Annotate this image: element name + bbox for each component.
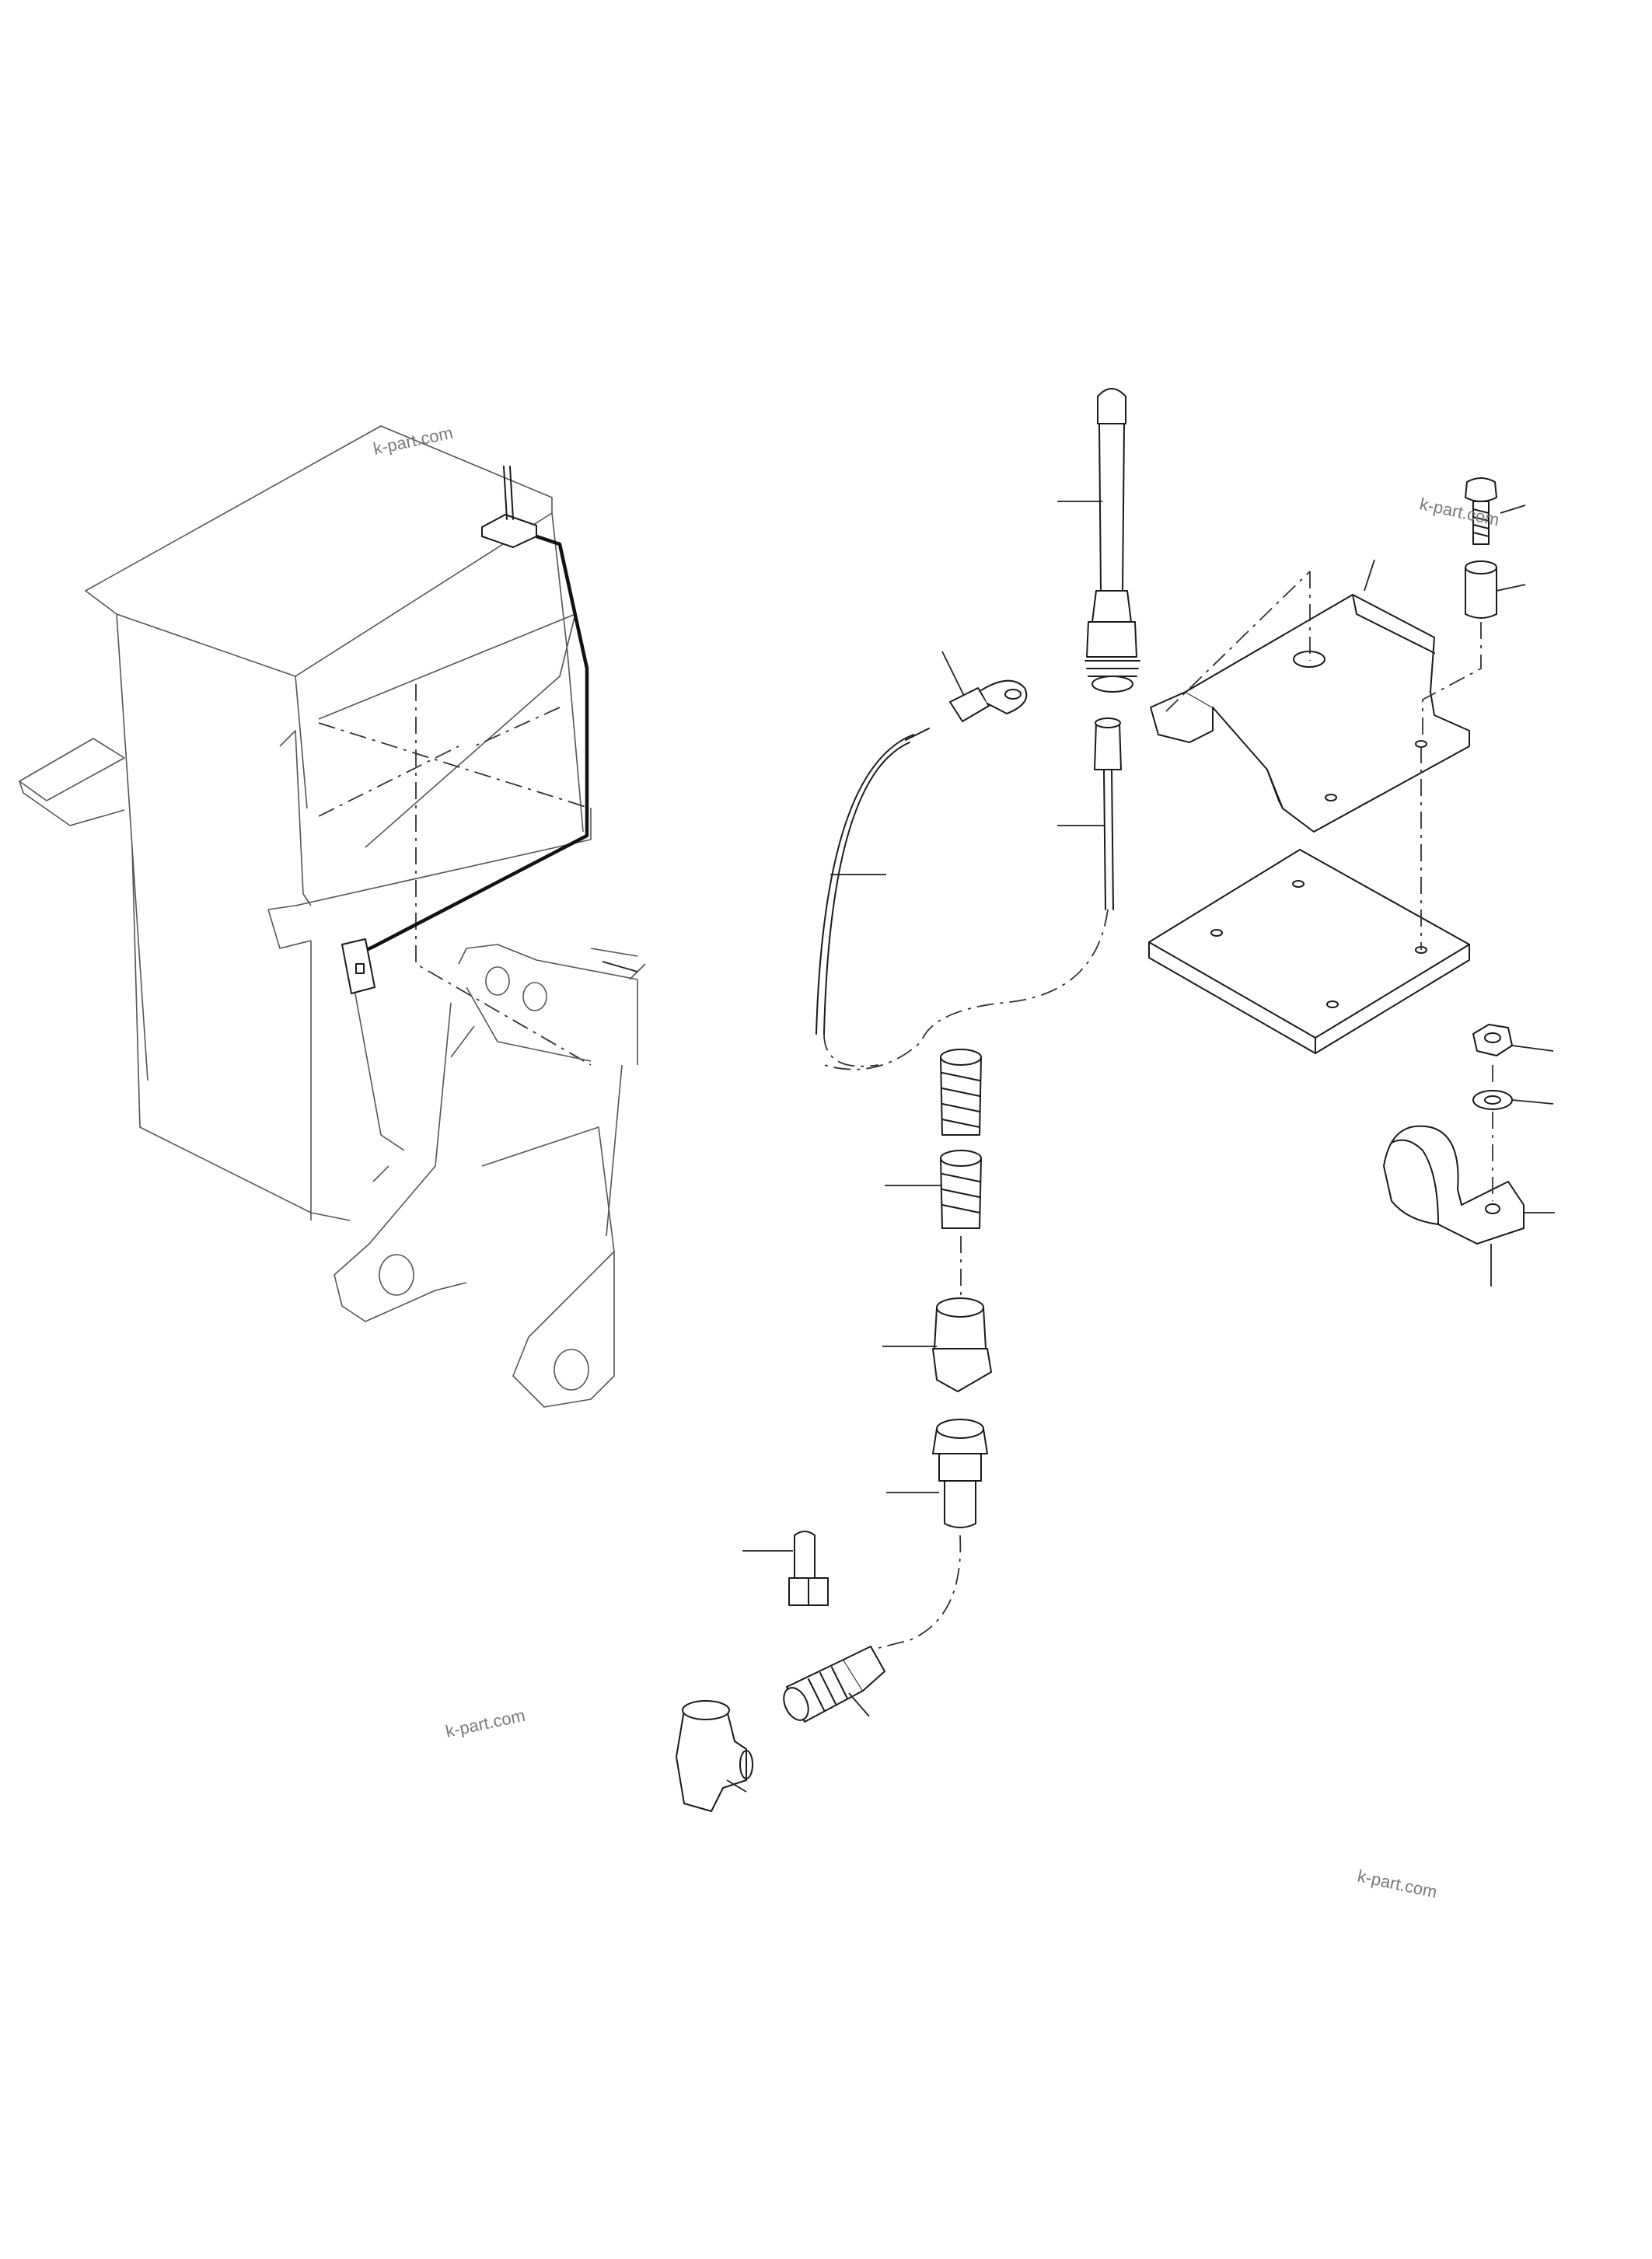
watermark-text: k-part.com (1356, 1866, 1439, 1901)
antenna-cable-assembly (676, 679, 1122, 1812)
antenna-mount-bracket (1150, 571, 1470, 833)
antenna-rod (1084, 388, 1140, 693)
machine-cab (19, 425, 646, 1408)
bolt-and-spacer (1422, 477, 1497, 738)
mounting-plate (1148, 746, 1470, 1054)
nut-washer-clamp (1383, 1024, 1525, 1245)
callout-leaders (602, 501, 1555, 1793)
watermark-text: k-part.com (444, 1706, 527, 1741)
